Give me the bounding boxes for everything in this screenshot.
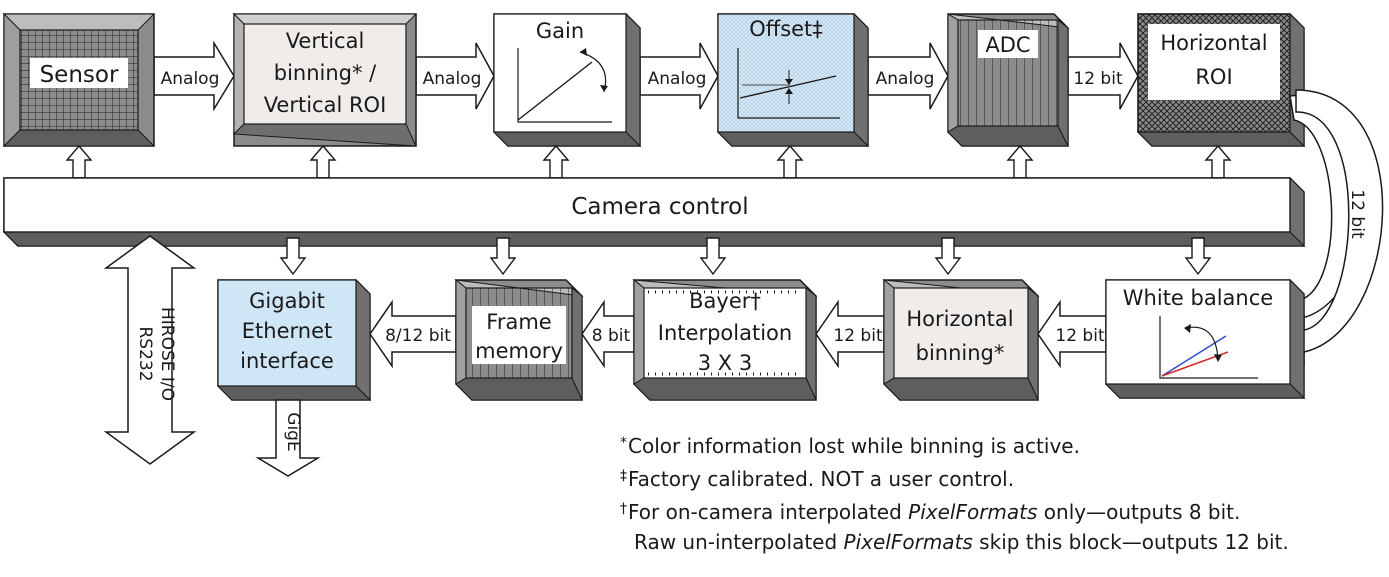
arrow-frame-to-gige: 8/12 bit xyxy=(369,299,457,369)
arrow-offset-to-adc: Analog xyxy=(867,42,949,110)
bayer-label-2: Interpolation xyxy=(658,321,792,345)
horizontal-roi-block: Horizontal ROI xyxy=(1136,12,1306,148)
bayer-label-1: Bayer† xyxy=(689,289,761,313)
wb-axes xyxy=(1159,316,1258,379)
gain-label: Gain xyxy=(536,19,584,43)
hbin-label-1: Horizontal xyxy=(906,307,1013,331)
gige-label-1: Gigabit xyxy=(249,289,325,313)
footnote-raw: Raw un-interpolated PixelFormats skip th… xyxy=(620,527,1289,557)
gain-axes xyxy=(517,48,612,123)
gain-curve xyxy=(517,61,593,121)
frame-label-1: Frame xyxy=(486,310,551,334)
footnote-bayer-post: only—outputs 8 bit. xyxy=(1037,500,1241,524)
adc-block: ADC xyxy=(947,13,1070,147)
control-up-arrows xyxy=(65,144,1232,179)
arrow-hbin-to-bayer: 12 bit xyxy=(815,299,885,369)
white-balance-block: White balance xyxy=(1104,278,1306,400)
bit8-12-label: 8/12 bit xyxy=(385,326,451,346)
control-down-arrows xyxy=(279,237,1212,276)
offset-label: Offset‡ xyxy=(749,17,823,41)
analog-label-3: Analog xyxy=(648,69,707,89)
offset-curve xyxy=(739,75,837,99)
arrow-adc-to-hroi: 12 bit xyxy=(1067,42,1139,110)
footnote-bayer-em: PixelFormats xyxy=(908,500,1038,524)
dagger-mark: † xyxy=(620,501,627,517)
footnote-raw-em: PixelFormats xyxy=(843,530,973,554)
gige-output-arrow: GigE xyxy=(255,399,321,477)
footnote-binning-text: Color information lost while binning is … xyxy=(628,434,1080,458)
footnote-bayer: †For on-camera interpolated PixelFormats… xyxy=(620,494,1289,527)
hroi-label-2: ROI xyxy=(1195,65,1232,89)
hirose-rs232-arrow: HIROSE I/O RS232 xyxy=(103,235,197,465)
arrow-wb-to-hbin: 12 bit xyxy=(1037,299,1107,369)
footnote-raw-pre: Raw un-interpolated xyxy=(634,530,844,554)
footnote-bayer-pre: For on-camera interpolated xyxy=(628,500,909,524)
connector-hroi-to-white-balance: 12 bit xyxy=(1283,89,1384,367)
bit12-label-3: 12 bit xyxy=(833,326,883,346)
hirose-label: HIROSE I/O xyxy=(157,307,177,401)
offset-block: Offset‡ xyxy=(716,12,870,148)
hroi-label-1: Horizontal xyxy=(1160,31,1267,55)
frame-memory-block: Frame memory xyxy=(454,278,584,401)
vbin-label-3: Vertical ROI xyxy=(264,93,387,117)
asterisk-mark: * xyxy=(620,435,627,451)
bayer-label-3: 3 X 3 xyxy=(698,351,752,375)
bit8-label: 8 bit xyxy=(592,326,631,346)
adc-label: ADC xyxy=(985,33,1030,57)
wb-adjust-arrow-icon xyxy=(1185,326,1219,361)
bit12-label-1: 12 bit xyxy=(1073,69,1123,89)
gigabit-ethernet-block: Gigabit Ethernet interface xyxy=(216,278,372,402)
footnote-raw-post: skip this block—outputs 12 bit. xyxy=(972,530,1289,554)
camera-control-bar: Camera control xyxy=(2,176,1306,248)
camera-control-label: Camera control xyxy=(571,194,748,220)
horizontal-binning-block: Horizontal binning* xyxy=(882,278,1040,401)
frame-label-2: memory xyxy=(475,339,563,363)
arrow-vbin-to-gain: Analog xyxy=(415,42,495,110)
gige-label-2: Ethernet xyxy=(242,319,332,343)
gain-block: Gain xyxy=(492,12,642,148)
double-dagger-mark: ‡ xyxy=(620,468,627,484)
bit12-label-2: 12 bit xyxy=(1055,326,1105,346)
footnotes: *Color information lost while binning is… xyxy=(620,428,1289,557)
bit12-label-right: 12 bit xyxy=(1347,189,1367,239)
gige-label: GigE xyxy=(283,412,303,451)
hbin-label-2: binning* xyxy=(916,341,1005,365)
arrow-bayer-to-frame: 8 bit xyxy=(581,299,635,369)
gige-label-3: interface xyxy=(240,349,334,373)
sensor-block: Sensor xyxy=(2,12,156,148)
bayer-interpolation-block: Bayer† Interpolation 3 X 3 xyxy=(632,278,818,401)
arrow-sensor-to-vbin: Analog xyxy=(153,40,235,112)
analog-label-1: Analog xyxy=(161,69,220,89)
rs232-label: RS232 xyxy=(135,326,155,381)
vbin-label-2: binning* / xyxy=(274,61,377,85)
offset-axes xyxy=(737,48,840,119)
sensor-label: Sensor xyxy=(40,62,119,88)
footnote-offset: ‡Factory calibrated. NOT a user control. xyxy=(620,461,1289,494)
analog-label-4: Analog xyxy=(876,69,935,89)
vertical-binning-block: Vertical binning* / Vertical ROI xyxy=(232,12,418,147)
footnote-binning: *Color information lost while binning is… xyxy=(620,428,1289,461)
arrow-gain-to-offset: Analog xyxy=(639,42,719,110)
analog-label-2: Analog xyxy=(423,69,482,89)
white-balance-label: White balance xyxy=(1123,286,1273,310)
footnote-offset-text: Factory calibrated. NOT a user control. xyxy=(628,467,1015,491)
vbin-label-1: Vertical xyxy=(286,29,365,53)
